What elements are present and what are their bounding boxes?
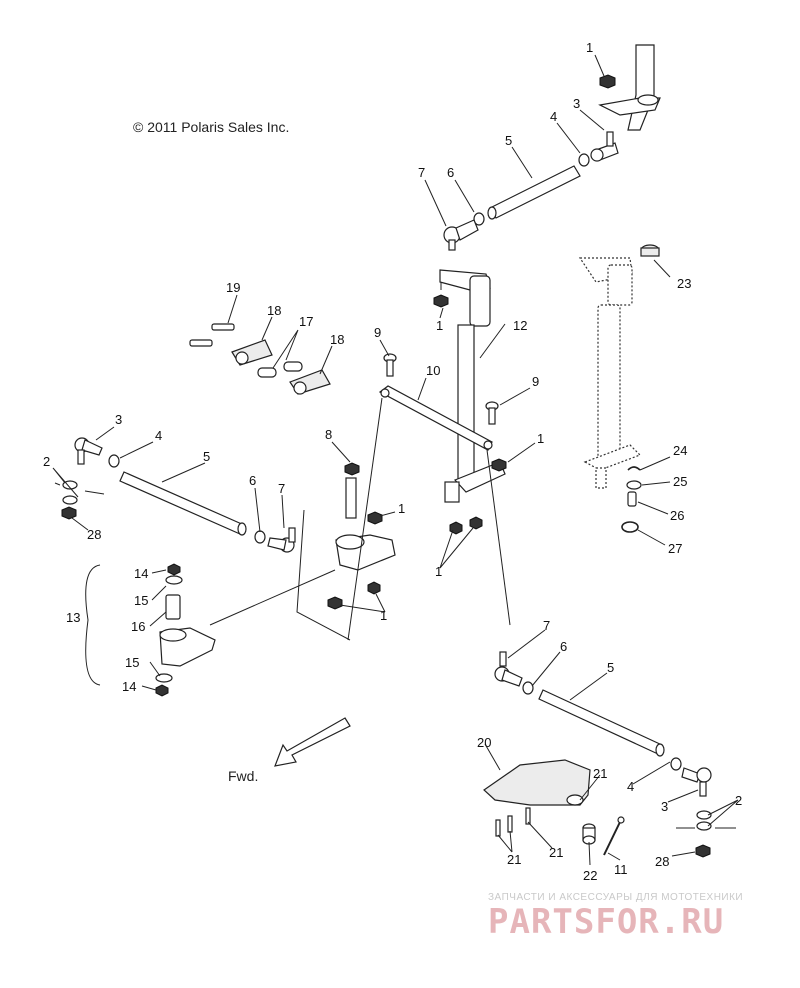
idler-bracket-assembly [155,563,216,697]
callout-9: 9 [532,374,539,389]
callout-6: 6 [560,639,567,654]
callout-21: 21 [507,852,521,867]
nut-column-top [433,294,449,308]
bolt-9-right [485,401,499,425]
steering-column [439,269,506,503]
upper-steering-post [598,44,661,131]
callout-12: 12 [513,318,527,333]
callout-8: 8 [325,427,332,442]
callout-26: 26 [670,508,684,523]
tie-rod-end-left [74,437,103,465]
callout-4: 4 [155,428,162,443]
tie-rod-end-upper [590,131,619,162]
assembly-lines [54,282,736,829]
callout-6: 6 [249,473,256,488]
tie-rod-end-left-inner [267,527,296,553]
forward-direction-label: Fwd. [228,768,259,784]
callout-21: 21 [549,845,563,860]
callout-9: 9 [374,325,381,340]
callout-6: 6 [447,165,454,180]
callout-17: 17 [299,314,313,329]
tie-rod-end-upper-left [443,219,479,251]
washer-6-left [254,530,266,544]
tie-rod-end-right [494,651,523,687]
callout-18: 18 [330,332,344,347]
callout-2: 2 [735,793,742,808]
callout-5: 5 [607,660,614,675]
copyright-notice: © 2011 Polaris Sales Inc. [133,119,290,135]
washers-right [695,810,712,858]
callout-7: 7 [543,618,550,633]
tie-rod-left [119,471,247,536]
callout-2: 2 [43,454,50,469]
callout-1: 1 [380,608,387,623]
callout-4: 4 [627,779,634,794]
callout-15: 15 [134,593,148,608]
callout-28: 28 [87,527,101,542]
callout-15: 15 [125,655,139,670]
jam-nut-left [108,454,120,468]
callout-7: 7 [418,165,425,180]
bushing-22 [582,823,596,845]
pivot-bracket [327,534,396,610]
pitman-arm-link [378,385,493,451]
clamp-parts [189,323,331,395]
tie-rod-end-right-outer [681,767,712,797]
washer-6-right [522,681,534,695]
tie-rod-upper [487,165,581,220]
clip-24 [627,466,641,471]
callout-7: 7 [278,481,285,496]
callout-22: 22 [583,868,597,883]
post-cap [640,244,660,257]
washer-25 [626,480,642,490]
callout-4: 4 [550,109,557,124]
callout-24: 24 [673,443,687,458]
callout-18: 18 [267,303,281,318]
callout-25: 25 [673,474,687,489]
callout-13: 13 [66,610,80,625]
callout-28: 28 [655,854,669,869]
callout-3: 3 [661,799,668,814]
callout-16: 16 [131,619,145,634]
retaining-ring-27 [621,521,639,533]
jam-nut-upper [578,153,590,167]
callout-1: 1 [398,501,405,516]
bushing-26 [627,491,637,507]
callout-27: 27 [668,541,682,556]
callout-3: 3 [115,412,122,427]
tie-rod-right [538,689,665,757]
callout-23: 23 [677,276,691,291]
steering-post-ghost [578,257,642,489]
callout-19: 19 [226,280,240,295]
boot-cover [483,759,591,837]
leader-lines [52,54,739,866]
callout-21: 21 [593,766,607,781]
callout-1: 1 [436,318,443,333]
callout-3: 3 [573,96,580,111]
callout-14: 14 [122,679,136,694]
forward-arrow [274,717,351,767]
callout-1: 1 [586,40,593,55]
watermark-brand: PARTSFOR.RU [488,902,725,942]
washer-upper [473,212,485,226]
watermark-tagline: ЗАПЧАСТИ И АКСЕССУАРЫ ДЛЯ МОТОТЕХНИКИ [488,892,744,903]
callout-1: 1 [537,431,544,446]
callout-14: 14 [134,566,148,581]
callout-5: 5 [505,133,512,148]
cotter-pin-11 [603,816,625,856]
callout-5: 5 [203,449,210,464]
jam-nut-right [670,757,682,771]
callout-10: 10 [426,363,440,378]
callout-20: 20 [477,735,491,750]
callout-labels: 1 3 4 5 6 7 23 19 18 17 18 9 1 12 10 9 1… [43,40,742,883]
bolt-9-left [383,353,397,377]
callout-11: 11 [614,862,628,877]
callout-1: 1 [435,564,442,579]
bolt-8 [344,462,360,519]
